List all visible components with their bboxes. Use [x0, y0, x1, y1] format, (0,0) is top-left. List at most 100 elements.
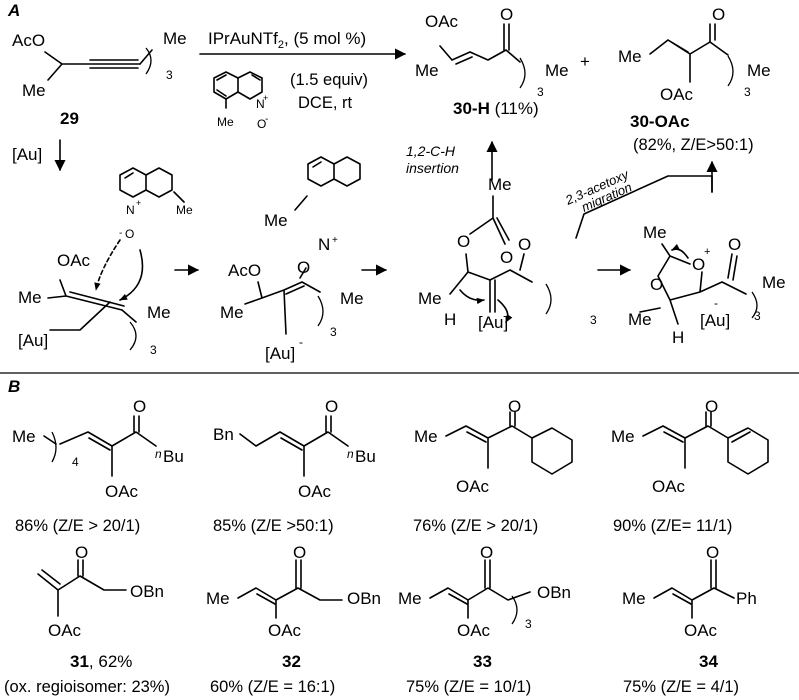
panel-b-label: B [8, 377, 20, 396]
methyl-label: Me [762, 273, 786, 292]
carbene-bonds [449, 195, 533, 313]
methyl-label: Me [12, 427, 36, 446]
carbonyl-bond [709, 23, 716, 43]
enol-acetate-bonds [649, 39, 729, 83]
yield-caption: 75% (Z/E = 10/1) [406, 678, 531, 696]
carbonyl-oxygen-label: O [293, 543, 306, 562]
scope-item: Me O OBn OAc 32 60% (Z/E = 16:1) [206, 543, 381, 696]
hydrogen-label: H [672, 328, 684, 347]
acetoxy-label: OAc [105, 482, 139, 501]
chain-paren [317, 295, 324, 327]
alkyne-bond [89, 59, 139, 69]
product-30-h: OAc Me O Me 3 + 30-H (11%) [415, 5, 590, 118]
gold-label: [Au] [265, 344, 295, 363]
acetoxy-label: OAc [652, 477, 686, 496]
enone-bonds [429, 559, 531, 619]
acetoxy-label: OAc [684, 621, 718, 640]
compound-id-33: 33 [473, 652, 492, 671]
gold-coordination [49, 301, 111, 331]
methyl-label: Me [206, 589, 230, 608]
enone-bonds [653, 559, 735, 619]
attack-arrow [94, 239, 121, 291]
chain-count-label: 3 [150, 343, 157, 357]
catalyst-label: IPrAuNTf2, (5 mol %) [208, 29, 366, 51]
yield-caption: 60% (Z/E = 16:1) [210, 678, 335, 696]
normal-prefix-label: n [155, 447, 162, 461]
chain-count-label: 4 [72, 455, 79, 469]
substrate-29: AcO Me Me 3 29 [12, 29, 187, 128]
chain-bond [121, 309, 137, 323]
acetoxy-label: OAc [457, 621, 491, 640]
benzyloxy-label: OBn [537, 583, 571, 602]
yield-caption: (ox. regioisomer: 23%) [4, 678, 170, 696]
oxygen-label: O [518, 235, 531, 254]
nitrogen-label: N [126, 203, 135, 217]
yield-caption: 90% (Z/E= 11/1) [613, 517, 732, 535]
scope-item: Me O OBn 3 OAc 33 75% (Z/E = 10/1) [398, 543, 571, 696]
scope-item: Bn O n Bu OAc 85% (Z/E >50:1) [213, 397, 376, 535]
acetoxy-label: AcO [12, 31, 45, 50]
methyl-label: Me [18, 288, 42, 307]
chain-count-label: 3 [525, 617, 532, 631]
oxygen-label: O [297, 258, 310, 277]
scope-item: Me O OAc 76% (Z/E > 20/1) [413, 397, 573, 535]
acetoxy-label: OAc [268, 621, 302, 640]
panel-b: B Me 4 O n Bu OAc 86% (Z/E > 20/1) Bn O … [4, 377, 769, 696]
chain-count-label: 3 [330, 325, 337, 339]
normal-prefix-label: n [347, 447, 354, 461]
chain-paren [145, 47, 152, 75]
benzyloxy-label: OBn [347, 589, 381, 608]
methyl-label: Me [22, 81, 46, 100]
acetoxy-label: OAc [660, 85, 694, 104]
methyl-label: Me [618, 47, 642, 66]
insertion-label-line1: 1,2-C-H [406, 143, 456, 159]
charge-minus: - [119, 228, 122, 239]
charge-plus: + [136, 198, 141, 208]
carbonyl-oxygen-label: O [75, 543, 88, 562]
enone-bonds [37, 559, 127, 617]
enone-bonds [43, 415, 157, 477]
chain-paren [519, 57, 526, 89]
quinoline-oxide-structure [294, 156, 361, 211]
acetoxy-label: OAc [48, 621, 82, 640]
methyl-label: Me [418, 289, 442, 308]
yield-caption: 76% (Z/E > 20/1) [413, 517, 538, 535]
scope-item: Me 4 O n Bu OAc 86% (Z/E > 20/1) [12, 397, 184, 535]
carbonyl-oxygen-label: O [712, 5, 725, 24]
chain-paren [727, 55, 734, 87]
panel-a: A AcO Me Me 3 29 IPrAuNTf2, (5 mol %) Me… [7, 1, 786, 363]
yield-caption: 75% (Z/E = 4/1) [623, 678, 739, 696]
compound-id-34: 34 [699, 652, 718, 671]
benzyl-label: Bn [213, 425, 234, 444]
charge-plus: + [332, 235, 338, 246]
enone-bonds [237, 559, 343, 619]
chain-paren [51, 431, 57, 463]
nitrogen-label: N [256, 97, 265, 111]
scope-item: Me O OAc 90% (Z/E= 11/1) [611, 397, 769, 535]
charge-plus: + [263, 93, 268, 103]
yield-caption: 86% (Z/E > 20/1) [15, 517, 140, 535]
gold-label: [Au] [478, 313, 508, 332]
reaction-conditions: IPrAuNTf2, (5 mol %) Me N + O - (1.5 equ… [199, 29, 407, 131]
methyl-label: Me [398, 589, 422, 608]
carbonyl-oxygen-label: O [133, 397, 146, 416]
acetoxy-label: OAc [425, 12, 459, 31]
chain-paren [129, 321, 137, 351]
acetoxy-label: AcO [228, 261, 261, 280]
carbonyl-oxygen-label: O [325, 397, 338, 416]
acetoxy-label: OAc [57, 251, 91, 270]
oxidant-equiv-label: (1.5 equiv) [290, 71, 368, 89]
chain-count-label: 3 [590, 313, 597, 327]
butyl-label: Bu [163, 447, 184, 466]
electron-arrow [459, 289, 485, 305]
methyl-label: Me [747, 61, 771, 80]
yield-caption: 85% (Z/E >50:1) [213, 517, 334, 535]
methyl-label: Me [611, 427, 635, 446]
methyl-label: Me [628, 310, 652, 329]
methyl-label: Me [622, 589, 646, 608]
chain-count-label: 3 [166, 68, 173, 82]
methyl-label: Me [340, 289, 364, 308]
oxygen-label: O [650, 275, 663, 294]
electron-arrow [671, 243, 689, 259]
compound-label-31: 31, 62% [70, 652, 132, 671]
